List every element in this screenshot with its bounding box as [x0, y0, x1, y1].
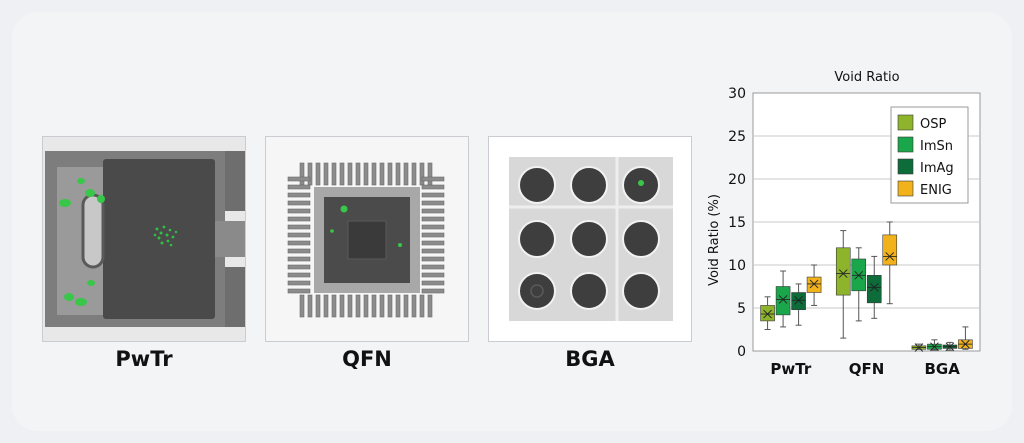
qfn-xray-panel [265, 136, 469, 342]
x-tick-label: PwTr [770, 360, 811, 378]
box-OSP-PwTr [760, 296, 775, 330]
y-tick-label: 15 [728, 215, 746, 231]
qfn-xray-image [266, 137, 468, 341]
y-tick-label: 0 [737, 344, 746, 360]
box-ImSn-BGA [927, 339, 942, 352]
qfn-label: QFN [342, 347, 392, 371]
y-tick-label: 20 [728, 172, 746, 188]
y-tick-label: 30 [728, 86, 746, 102]
pwtr-xray-image [43, 137, 245, 341]
mean-marker [778, 295, 788, 304]
legend-swatch-ImAg [897, 158, 914, 175]
legend-label-ImSn: ImSn [920, 139, 953, 154]
box-OSP-QFN [835, 230, 851, 339]
void-ratio-chart: Void Ratio Void Ratio (%) 0 5 10 15 20 25 30Pw… [707, 70, 981, 378]
y-tick-label: 25 [728, 129, 746, 145]
mean-marker [961, 339, 970, 349]
legend-swatch-OSP [897, 114, 914, 131]
box-ImAg-PwTr [791, 283, 806, 326]
mean-marker [838, 269, 848, 278]
mean-marker [794, 295, 803, 305]
box-body [791, 292, 806, 311]
mean-marker [930, 342, 939, 352]
box-OSP-BGA [911, 343, 927, 352]
box-body [775, 286, 791, 316]
mean-marker [869, 283, 879, 292]
bga-xray-panel [488, 136, 692, 342]
mean-marker [763, 309, 772, 319]
legend-label-ENIG: ENIG [920, 183, 952, 198]
box-body [806, 276, 822, 293]
mean-marker [809, 279, 819, 289]
box-body [835, 247, 851, 296]
x-tick-label: QFN [849, 360, 885, 378]
box-body [866, 275, 882, 304]
y-tick-label: 5 [737, 301, 746, 317]
x-tick-label: BGA [924, 360, 960, 378]
legend-swatch-ENIG [897, 180, 914, 197]
box-ImAg-BGA [942, 341, 958, 352]
y-axis-label: Void Ratio (%) [707, 194, 722, 286]
box-ImSn-QFN [851, 247, 867, 322]
mean-marker [885, 252, 895, 261]
box-ImAg-QFN [866, 255, 882, 319]
mean-marker [914, 343, 924, 352]
bga-xray-image [489, 137, 691, 341]
mean-marker [945, 342, 955, 352]
box-ENIG-BGA [958, 326, 973, 350]
legend-label-OSP: OSP [920, 117, 946, 132]
box-ENIG-PwTr [806, 264, 822, 306]
box-body [760, 305, 775, 322]
y-tick-label: 10 [728, 258, 746, 274]
bga-label: BGA [565, 347, 615, 371]
box-ENIG-QFN [882, 221, 898, 305]
legend-swatch-ImSn [897, 136, 914, 153]
box-ImSn-PwTr [775, 270, 791, 328]
pwtr-xray-panel [42, 136, 246, 342]
legend-label-ImAg: ImAg [920, 161, 954, 176]
box-body [882, 234, 898, 266]
chart-title: Void Ratio [834, 70, 899, 85]
mean-marker [854, 271, 864, 280]
pwtr-label: PwTr [115, 347, 173, 371]
